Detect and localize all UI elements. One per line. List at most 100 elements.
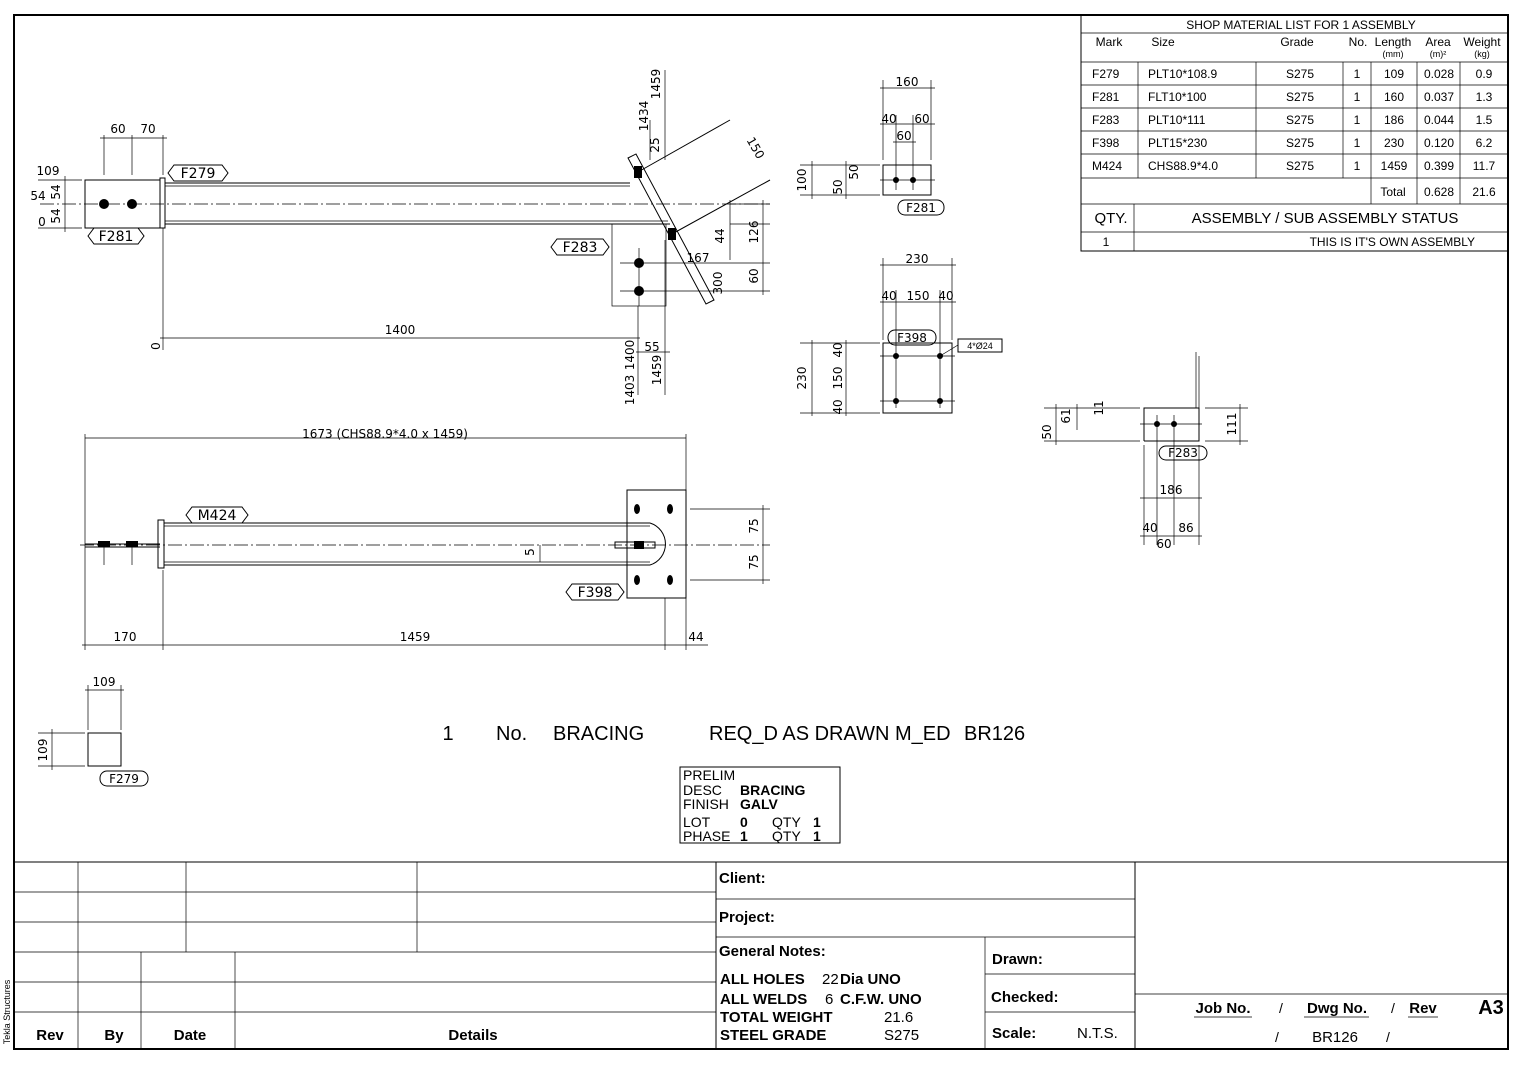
title-name: BRACING xyxy=(553,723,644,745)
bom-total-area: 0.628 xyxy=(1424,185,1454,199)
dim-top-60b: 60 xyxy=(747,268,761,283)
tb-general-notes: General Notes: xyxy=(719,943,826,960)
bom-cell-weight: 1.3 xyxy=(1476,90,1493,104)
tag-f398-detail: F398 xyxy=(897,331,927,345)
tb-client: Client: xyxy=(719,870,766,887)
prelim-phase: 1 xyxy=(740,828,748,844)
tb-drawn: Drawn: xyxy=(992,951,1043,968)
bom-header-area-unit: (m)² xyxy=(1430,49,1447,59)
dim-side-75b: 75 xyxy=(747,554,761,569)
bom-cell-grade: S275 xyxy=(1286,136,1314,150)
prelim-desc-label: DESC xyxy=(683,782,722,798)
dim-top-1403: 1403 xyxy=(623,375,637,406)
bom-cell-mark: F398 xyxy=(1092,136,1120,150)
bom-cell-area: 0.028 xyxy=(1424,67,1454,81)
bom-cell-grade: S275 xyxy=(1286,67,1314,81)
tb-checked: Checked: xyxy=(991,989,1059,1006)
prelim-box: PRELIM DESC BRACING FINISH GALV LOT 0 QT… xyxy=(679,766,841,844)
dim-top-0b: 0 xyxy=(149,342,163,350)
f279-detail: 109 109 F279 xyxy=(36,675,149,787)
bom-cell-weight: 11.7 xyxy=(1473,159,1496,173)
bom-cell-length: 160 xyxy=(1384,90,1404,104)
dim-f281-100: 100 xyxy=(795,169,809,192)
dim-f398-40a: 40 xyxy=(881,289,896,303)
bom-header-mark: Mark xyxy=(1096,35,1124,49)
dim-f398-230: 230 xyxy=(906,252,929,266)
dim-top-109: 109 xyxy=(37,164,60,178)
tag-f283-detail: F283 xyxy=(1168,446,1198,460)
bom-cell-length: 109 xyxy=(1384,67,1404,81)
bom-status-value: THIS IS IT'S OWN ASSEMBLY xyxy=(1310,235,1475,249)
tag-f281-detail: F281 xyxy=(906,201,936,215)
dim-top-1459: 1459 xyxy=(649,69,663,100)
tb-slash-3: / xyxy=(1275,1029,1279,1045)
tag-f281-top: F281 xyxy=(99,229,134,245)
bom-status-label: ASSEMBLY / SUB ASSEMBLY STATUS xyxy=(1192,210,1459,227)
tag-m424: M424 xyxy=(198,508,237,524)
bom-total-weight: 21.6 xyxy=(1472,185,1496,199)
dim-top-150: 150 xyxy=(744,135,768,162)
dim-top-167: 167 xyxy=(687,251,710,265)
tb-sheet-size: A3 xyxy=(1478,997,1504,1019)
tb-holes-size: 22 xyxy=(822,971,839,988)
bom-qty-label: QTY. xyxy=(1094,210,1127,227)
assembly-title-line: 1 No. BRACING REQ_D AS DRAWN M_ED BR126 xyxy=(442,723,1025,745)
dim-f283-61: 61 xyxy=(1059,408,1073,423)
dim-f281-50b: 50 xyxy=(847,164,861,179)
prelim-desc: BRACING xyxy=(740,782,805,798)
prelim-label: PRELIM xyxy=(683,767,735,783)
bom-cell-weight: 1.5 xyxy=(1476,113,1493,127)
prelim-lot: 0 xyxy=(740,814,748,830)
bom-cell-no: 1 xyxy=(1354,136,1361,150)
tb-slash-4: / xyxy=(1386,1029,1390,1045)
tb-by-header: By xyxy=(104,1027,124,1044)
tb-rev-label: Rev xyxy=(1409,1000,1437,1017)
bom-cell-mark: F283 xyxy=(1092,113,1120,127)
dim-side-5: 5 xyxy=(523,548,537,556)
bom-cell-length: 186 xyxy=(1384,113,1404,127)
dim-top-126: 126 xyxy=(747,221,761,244)
bom-cell-no: 1 xyxy=(1354,159,1361,173)
bom-cell-area: 0.037 xyxy=(1424,90,1454,104)
dim-f279-109h: 109 xyxy=(93,675,116,689)
dim-f279-109v: 109 xyxy=(36,739,50,762)
dim-top-0a: 0 xyxy=(38,215,46,229)
dim-f283-186: 186 xyxy=(1160,483,1183,497)
dim-f283-86: 86 xyxy=(1178,521,1193,535)
bom-header-grade: Grade xyxy=(1280,35,1314,49)
dim-top-55: 55 xyxy=(644,340,659,354)
prelim-lot-label: LOT xyxy=(683,814,711,830)
dim-f283-40: 40 xyxy=(1142,521,1157,535)
bom-cell-weight: 0.9 xyxy=(1476,67,1493,81)
dim-top-70: 70 xyxy=(140,122,155,136)
tb-holes-label: ALL HOLES xyxy=(720,971,805,988)
tb-vendor: Tekla Structures xyxy=(2,979,12,1044)
bom-header-size: Size xyxy=(1151,35,1175,49)
prelim-lot-qty-label: QTY xyxy=(772,814,801,830)
dim-side-170: 170 xyxy=(114,630,137,644)
tag-f279-detail: F279 xyxy=(109,772,139,786)
bom-cell-grade: S275 xyxy=(1286,159,1314,173)
dim-f283-11: 11 xyxy=(1092,400,1106,415)
title-block: Rev By Date Details Client: Project: Gen… xyxy=(2,861,1508,1049)
bom-cell-size: CHS88.9*4.0 xyxy=(1148,159,1218,173)
bom-cell-mark: F281 xyxy=(1092,90,1120,104)
bom-cell-weight: 6.2 xyxy=(1476,136,1493,150)
bom-table: SHOP MATERIAL LIST FOR 1 ASSEMBLY Mark S… xyxy=(1080,14,1509,252)
tag-f279-top: F279 xyxy=(181,166,216,182)
tb-welds-suffix: C.F.W. UNO xyxy=(840,991,922,1008)
bom-cell-grade: S275 xyxy=(1286,90,1314,104)
dim-top-54c: 54 xyxy=(49,208,63,223)
dim-top-300: 300 xyxy=(711,272,725,295)
tb-slash-1: / xyxy=(1279,1000,1283,1016)
tb-total-weight: 21.6 xyxy=(884,1009,913,1026)
dim-f281-60b: 60 xyxy=(896,129,911,143)
bom-cell-length: 1459 xyxy=(1381,159,1408,173)
dim-top-1400: 1400 xyxy=(385,323,416,337)
bom-cell-grade: S275 xyxy=(1286,113,1314,127)
dim-f398-150: 150 xyxy=(907,289,930,303)
dim-f398-150v: 150 xyxy=(831,367,845,390)
tb-welds-size: 6 xyxy=(825,991,833,1008)
dim-side-1673: 1673 (CHS88.9*4.0 x 1459) xyxy=(302,427,468,441)
